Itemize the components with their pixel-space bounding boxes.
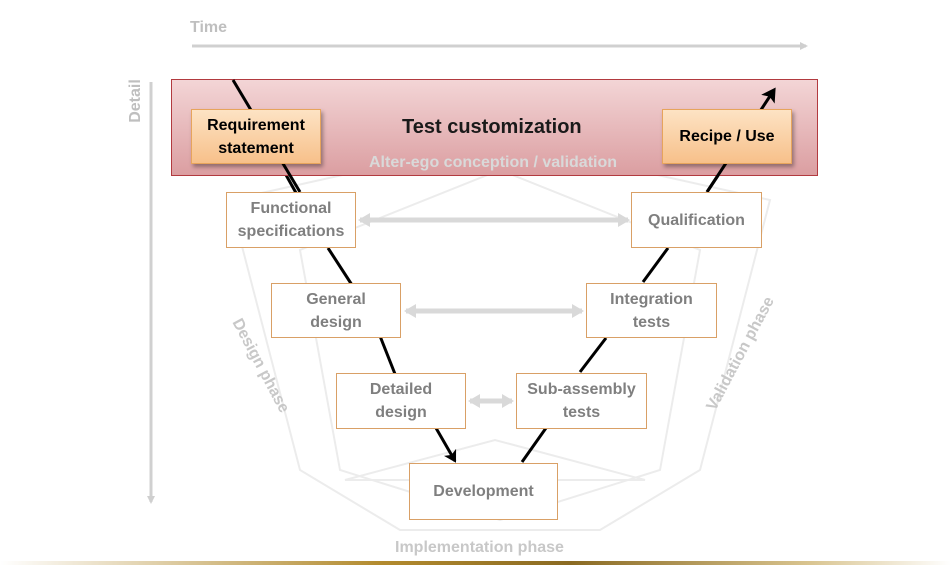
qualification-box: Qualification [631,192,762,248]
v-right-line-1 [520,427,548,463]
implementation-phase-label: Implementation phase [395,539,564,556]
test-customization-title: Test customization [402,116,582,138]
alter-ego-ghost-label: Alter-ego conception / validation [369,154,618,171]
v-left-line-3 [378,335,397,375]
footer-gold-rule [0,561,951,565]
v-left-line-2 [326,247,354,286]
v-path-top-overlay [231,79,776,193]
v-right-line-3 [641,247,670,283]
recipe-use-box: Recipe / Use [662,109,792,164]
sub-assembly-tests-box: Sub-assembly tests [516,373,647,429]
general-design-box: General design [271,283,401,338]
development-box: Development [409,463,558,520]
detailed-design-box: Detailed design [336,373,466,429]
functional-specifications-box: Functional specifications [226,192,356,248]
v-right-line-2 [578,337,608,373]
v-left-arrow [434,427,457,463]
integration-tests-box: Integration tests [586,283,717,338]
time-axis-label: Time [190,19,228,36]
requirement-statement-box: Requirement statement [191,109,321,164]
